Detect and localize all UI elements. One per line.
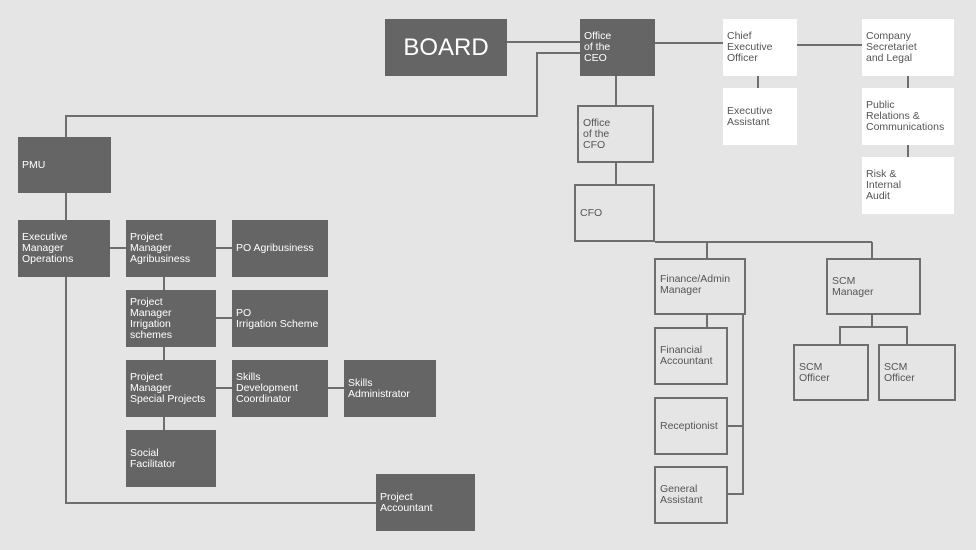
skills-administrator-node: Skills Administrator	[344, 360, 436, 417]
project-manager-agribusiness-node: Project Manager Agribusiness	[126, 220, 216, 277]
cfo-node: CFO	[574, 184, 655, 242]
pmu-node: PMU	[18, 137, 111, 193]
po-agribusiness-node: PO Agribusiness	[232, 220, 328, 277]
executive-manager-operations-node: Executive Manager Operations	[18, 220, 110, 277]
executive-assistant-node: Executive Assistant	[723, 88, 797, 145]
company-secretariat-node: Company Secretariet and Legal	[862, 19, 954, 76]
risk-audit-node: Risk & Internal Audit	[862, 157, 954, 214]
office-ceo-node: Office of the CEO	[580, 19, 655, 76]
general-assistant-node: General Assistant	[654, 466, 728, 524]
receptionist-node: Receptionist	[654, 397, 728, 455]
finance-admin-manager-node: Finance/Admin Manager	[654, 258, 746, 315]
public-relations-node: Public Relations & Communications	[862, 88, 954, 145]
skills-development-coordinator-node: Skills Development Coordinator	[232, 360, 328, 417]
po-irrigation-node: PO Irrigation Scheme	[232, 290, 328, 347]
office-cfo-node: Office of the CFO	[577, 105, 654, 163]
project-manager-irrigation-node: Project Manager Irrigation schemes	[126, 290, 216, 347]
project-accountant-node: Project Accountant	[376, 474, 475, 531]
scm-officer-node: SCM Officer	[878, 344, 956, 401]
social-facilitator-node: Social Facilitator	[126, 430, 216, 487]
financial-accountant-node: Financial Accountant	[654, 327, 728, 385]
ceo-node: Chief Executive Officer	[723, 19, 797, 76]
board-node: BOARD	[385, 19, 507, 76]
project-manager-special-projects-node: Project Manager Special Projects	[126, 360, 216, 417]
scm-manager-node: SCM Manager	[826, 258, 921, 315]
scm-officer-node: SCM Officer	[793, 344, 869, 401]
